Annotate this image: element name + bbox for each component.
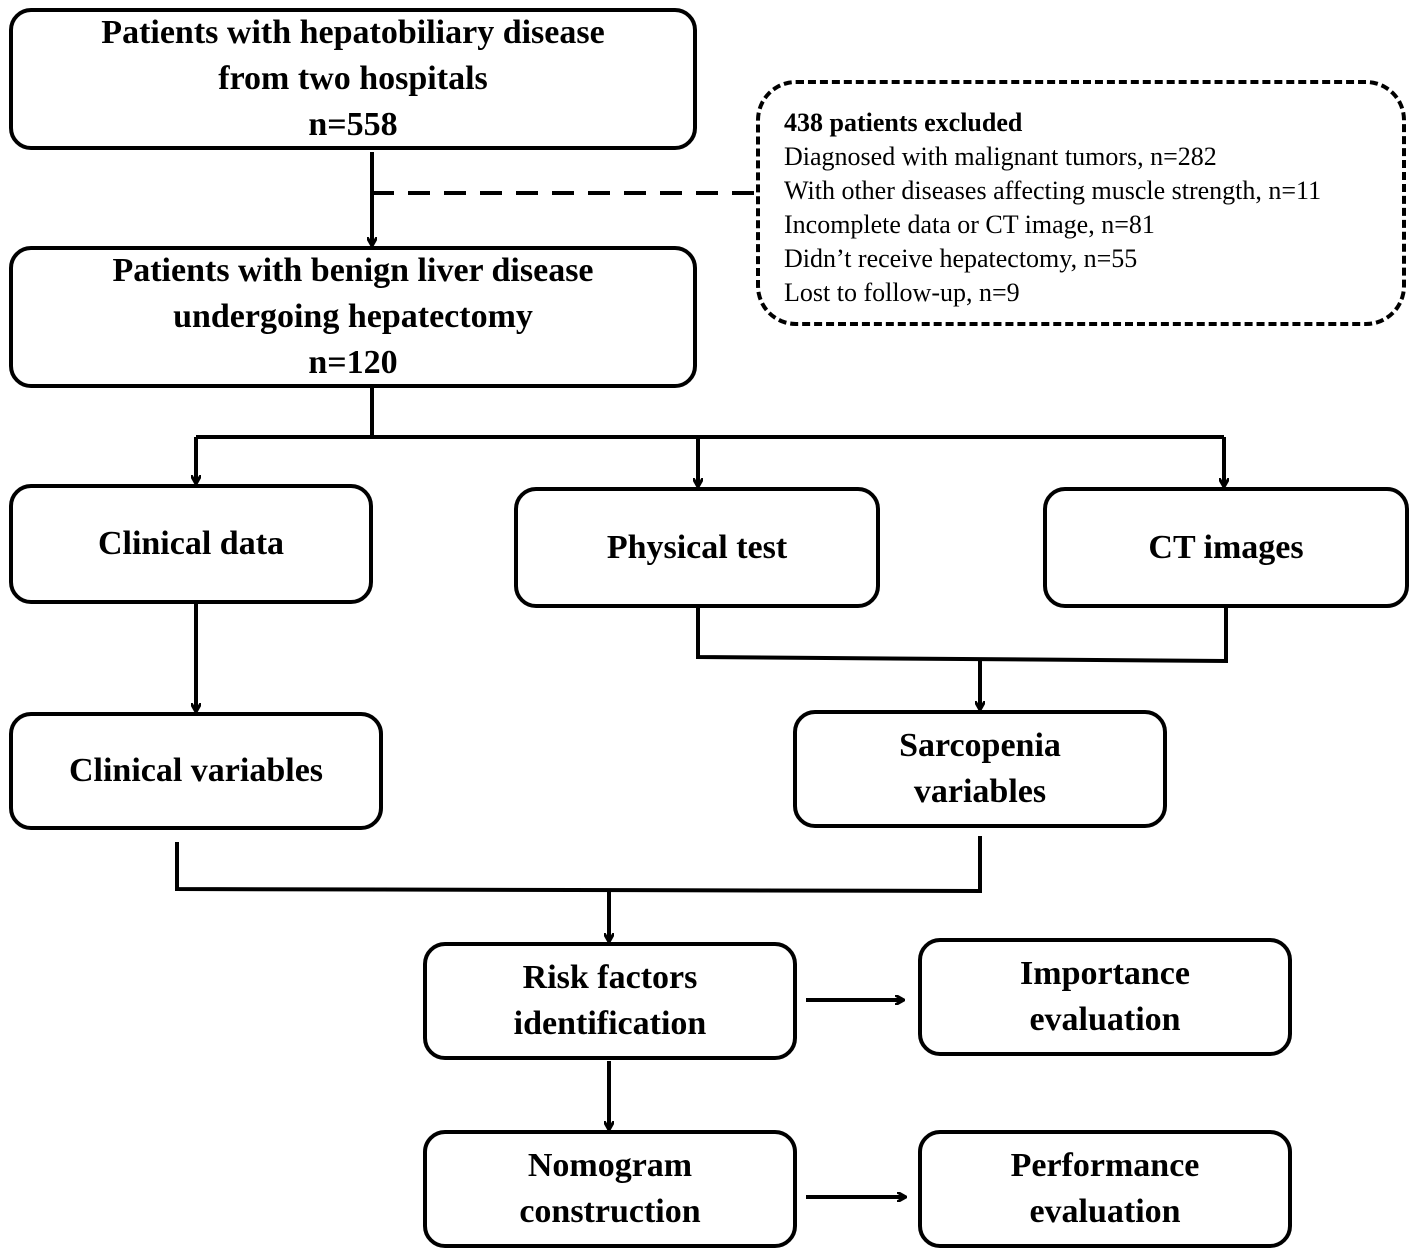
risk-factors-box: Risk factors identification xyxy=(423,942,797,1060)
ct-images-label: CT images xyxy=(1148,528,1304,566)
exclusion-item: Lost to follow-up, n=9 xyxy=(784,278,1020,307)
merge-physical-ct xyxy=(696,608,1228,664)
importance-evaluation-box: Importance evaluation xyxy=(918,938,1292,1056)
performance-evaluation-line2: evaluation xyxy=(1029,1193,1181,1230)
physical-test-label: Physical test xyxy=(606,528,788,566)
initial-cohort-line1: Patients with hepatobiliary disease xyxy=(101,14,605,51)
nomogram-construction-line1: Nomogram xyxy=(527,1147,693,1184)
sarcopenia-variables-box: Sarcopenia variables xyxy=(793,710,1167,828)
exclusion-item: With other diseases affecting muscle str… xyxy=(784,176,1322,205)
clinical-variables-label: Clinical variables xyxy=(68,752,324,789)
performance-evaluation-line1: Performance xyxy=(1010,1147,1200,1184)
nomogram-construction-line2: construction xyxy=(519,1193,701,1230)
included-cohort-count: n=120 xyxy=(308,344,398,381)
sarcopenia-variables-line2: variables xyxy=(913,773,1047,810)
initial-cohort-line2: from two hospitals xyxy=(218,60,488,97)
clinical-data-box: Clinical data xyxy=(9,484,373,604)
exclusion-box: 438 patients excluded Diagnosed with mal… xyxy=(756,80,1406,326)
performance-evaluation-box: Performance evaluation xyxy=(918,1130,1292,1248)
clinical-variables-box: Clinical variables xyxy=(9,712,383,830)
risk-factors-line2: identification xyxy=(513,1005,707,1042)
exclusion-item: Didn’t receive hepatectomy, n=55 xyxy=(784,244,1138,273)
importance-evaluation-line1: Importance xyxy=(1020,955,1190,992)
nomogram-construction-box: Nomogram construction xyxy=(423,1130,797,1248)
ct-images-box: CT images xyxy=(1043,487,1409,608)
merge-variables xyxy=(175,836,982,894)
included-cohort-line1: Patients with benign liver disease xyxy=(112,252,594,289)
physical-test-box: Physical test xyxy=(514,487,880,608)
initial-cohort-box: Patients with hepatobiliary disease from… xyxy=(9,8,697,150)
risk-factors-line1: Risk factors xyxy=(522,959,698,996)
exclusion-item: Diagnosed with malignant tumors, n=282 xyxy=(784,142,1217,171)
clinical-data-label: Clinical data xyxy=(97,525,285,562)
included-cohort-line2: undergoing hepatectomy xyxy=(173,298,533,335)
included-cohort-box: Patients with benign liver disease under… xyxy=(9,246,697,388)
initial-cohort-count: n=558 xyxy=(308,106,398,143)
sarcopenia-variables-line1: Sarcopenia xyxy=(899,727,1061,764)
importance-evaluation-line2: evaluation xyxy=(1029,1001,1181,1038)
exclusion-title: 438 patients excluded xyxy=(784,108,1023,137)
exclusion-item: Incomplete data or CT image, n=81 xyxy=(784,210,1155,239)
